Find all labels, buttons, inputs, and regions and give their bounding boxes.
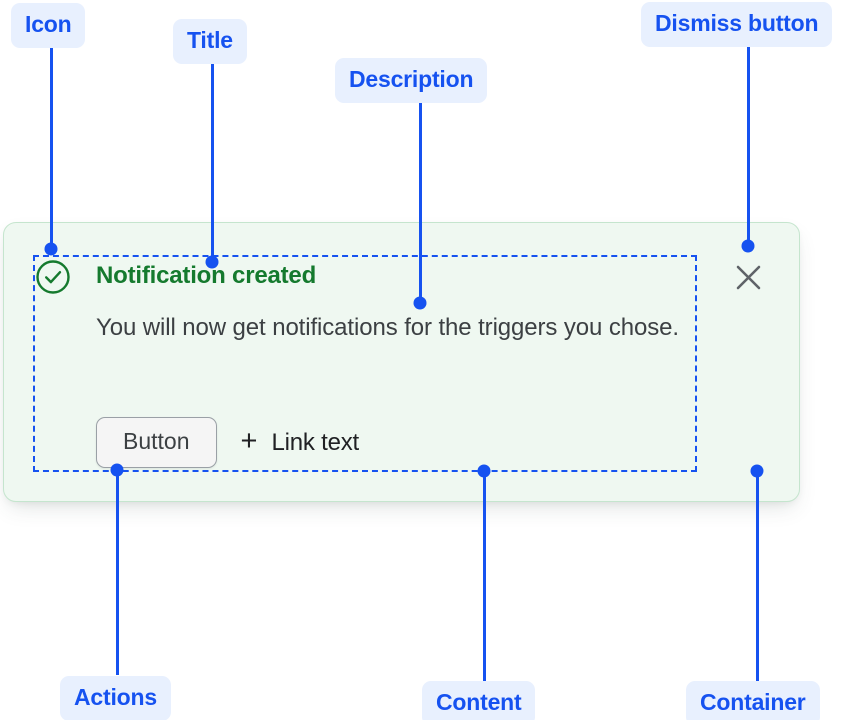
leader-line-description	[419, 98, 422, 303]
leader-dot-container	[750, 464, 764, 478]
callout-container: Container	[686, 681, 820, 720]
leader-dot-icon	[44, 242, 58, 256]
action-button[interactable]: Button	[96, 417, 217, 468]
check-circle-icon	[36, 260, 70, 294]
close-icon[interactable]	[734, 263, 763, 292]
callout-content: Content	[422, 681, 536, 720]
action-link[interactable]: + Link text	[240, 425, 360, 457]
leader-line-icon	[50, 42, 53, 249]
callout-dismiss: Dismiss button	[641, 2, 833, 47]
leader-dot-content	[477, 464, 491, 478]
leader-dot-dismiss	[741, 239, 755, 253]
leader-dot-title	[205, 255, 219, 269]
leader-dot-description	[413, 296, 427, 310]
leader-line-title	[211, 58, 214, 262]
action-link-label: Link text	[271, 428, 360, 456]
callout-actions: Actions	[60, 676, 171, 720]
leader-line-dismiss	[747, 40, 750, 246]
leader-line-container	[756, 471, 759, 681]
callout-icon: Icon	[11, 3, 86, 48]
leader-line-actions	[116, 470, 119, 675]
plus-icon: +	[240, 425, 258, 457]
leader-dot-actions	[110, 463, 124, 477]
callout-title: Title	[173, 19, 247, 64]
notification-title: Notification created	[96, 262, 317, 289]
leader-line-content	[483, 471, 486, 681]
notification-actions: Button + Link text	[96, 417, 359, 468]
notification-description: You will now get notifications for the t…	[96, 314, 679, 341]
callout-description: Description	[335, 58, 488, 103]
